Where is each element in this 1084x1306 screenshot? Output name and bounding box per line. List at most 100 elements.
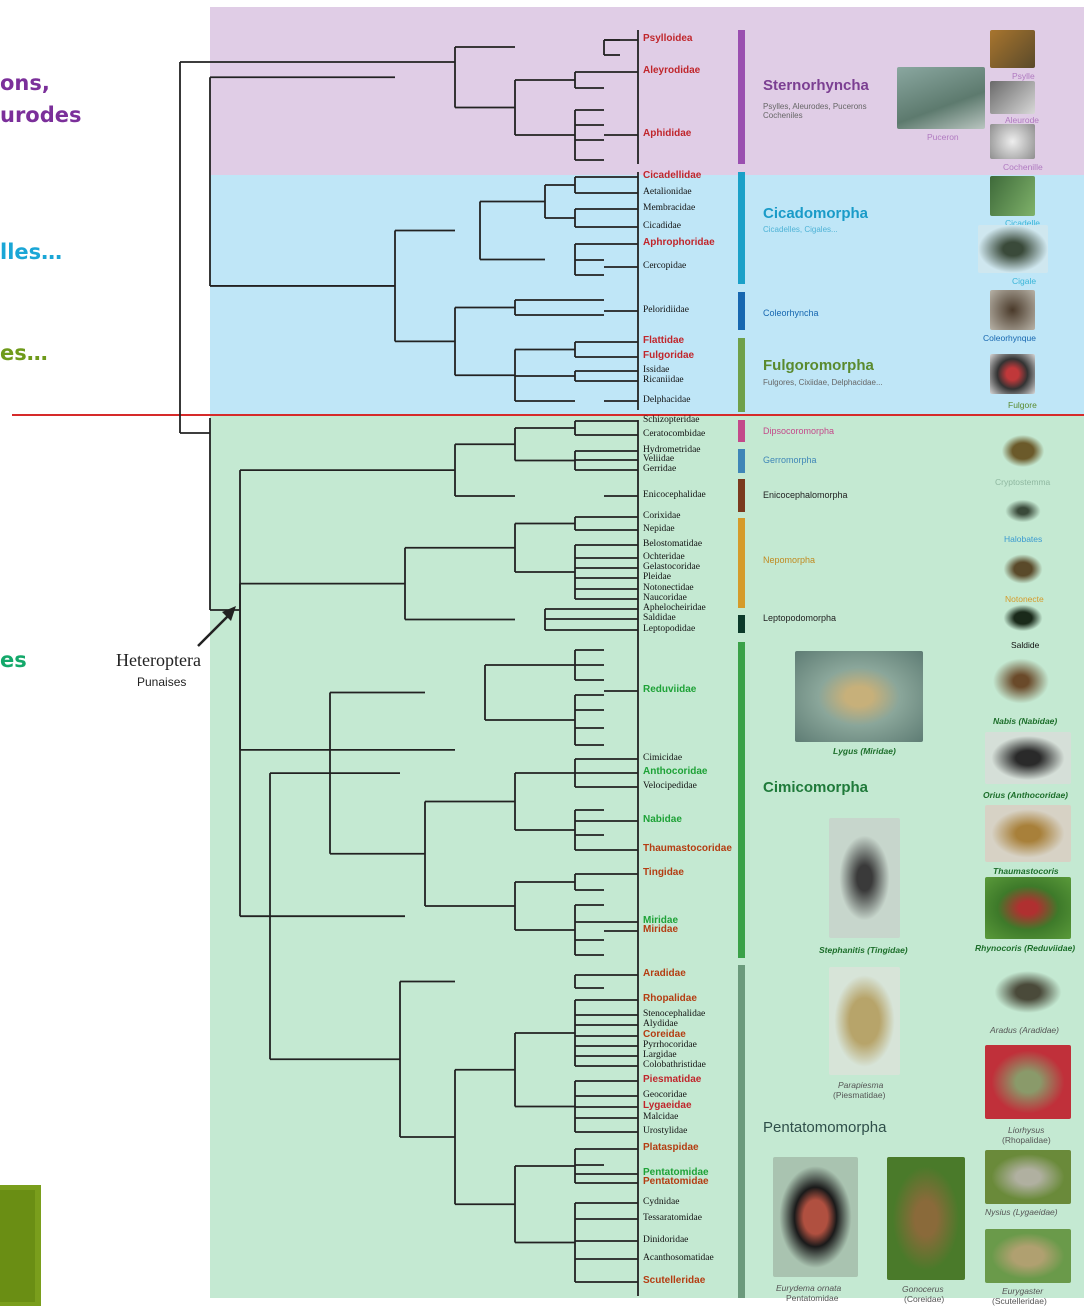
family-label: Aphididae: [643, 129, 691, 139]
family-label: Cicadidae: [643, 221, 681, 231]
family-label: Anthocoridae: [643, 767, 707, 777]
infraorder-enicocephalomorpha: Enicocephalomorpha: [763, 490, 848, 500]
family-label: Saldidae: [643, 613, 676, 623]
bar-coleorhyncha: [738, 292, 745, 330]
bar-leptopodomorpha: [738, 615, 745, 633]
bar-cicadomorpha: [738, 172, 745, 284]
photo-gonocerus: [887, 1157, 965, 1280]
family-label: Alydidae: [643, 1019, 678, 1029]
family-label: Cydnidae: [643, 1197, 679, 1207]
caption-liorhysus-family: (Rhopalidae): [1002, 1135, 1051, 1145]
family-label: Coreidae: [643, 1030, 686, 1040]
caption-aradus: Aradus (Aradidae): [990, 1025, 1059, 1035]
caption-eurydema: Eurydema ornata: [776, 1283, 841, 1293]
bar-sternorhyncha: [738, 30, 745, 164]
caption-halobates: Halobates: [1004, 534, 1042, 544]
family-label: Enicocephalidae: [643, 490, 706, 500]
family-label: Cercopidae: [643, 261, 686, 271]
caption-eurydema-family: Pentatomidae: [786, 1293, 838, 1303]
family-label: Geocoridae: [643, 1090, 687, 1100]
photo-cryptostemma: [998, 432, 1048, 470]
family-label: Flattidae: [643, 336, 684, 346]
caption-psylle: Psylle: [1012, 71, 1035, 81]
infraorder-pentatomomorpha: Pentatomomorpha: [763, 1119, 886, 1136]
infraorder-sternorhyncha: Sternorhyncha: [763, 77, 869, 94]
caption-parapiesma-family: (Piesmatidae): [833, 1090, 885, 1100]
photo-cigale: [978, 225, 1048, 273]
caption-lygus: Lygus (Miridae): [833, 746, 896, 756]
family-label: Gerridae: [643, 464, 676, 474]
family-label: Tessaratomidae: [643, 1213, 702, 1223]
family-label: Colobathristidae: [643, 1060, 706, 1070]
photo-stephanitis: [829, 818, 900, 938]
cicadomorpha-sub: Cicadelles, Cigales...: [763, 225, 838, 234]
caption-eurygaster: Eurygaster: [1002, 1286, 1043, 1296]
infraorder-nepomorpha: Nepomorpha: [763, 555, 815, 565]
family-label: Thaumastocoridae: [643, 844, 732, 854]
family-label: Cimicidae: [643, 753, 682, 763]
photo-coleorhynque: [990, 290, 1035, 330]
photo-liorhysus: [985, 1045, 1071, 1119]
caption-nysius: Nysius (Lygaeidae): [985, 1207, 1058, 1217]
infraorder-cicadomorpha: Cicadomorpha: [763, 205, 868, 222]
family-label: Reduviidae: [643, 685, 696, 695]
caption-thaumastocoris: Thaumastocoris: [993, 866, 1059, 876]
family-label: Aleyrodidae: [643, 66, 700, 76]
photo-eurydema: [773, 1157, 858, 1277]
family-label: Malcidae: [643, 1112, 678, 1122]
family-label: Velocipedidae: [643, 781, 697, 791]
photo-fulgore: [990, 354, 1035, 394]
family-label: Miridae: [643, 925, 678, 935]
bar-fulgoromorpha: [738, 338, 745, 412]
family-label: Nepidae: [643, 524, 675, 534]
photo-saldide: [998, 601, 1048, 635]
family-label: Veliidae: [643, 454, 674, 464]
photo-nabis: [985, 652, 1057, 710]
family-label: Schizopteridae: [643, 415, 699, 425]
caption-saldide: Saldide: [1011, 640, 1039, 650]
photo-nysius: [985, 1150, 1071, 1204]
family-label: Issidae: [643, 365, 669, 375]
family-label: Stenocephalidae: [643, 1009, 705, 1019]
fulgoromorpha-sub: Fulgores, Cixiidae, Delphacidae...: [763, 378, 883, 387]
photo-psylle: [990, 30, 1035, 68]
family-label: Plataspidae: [643, 1143, 699, 1153]
bar-dipsocoromorpha: [738, 420, 745, 442]
photo-puceron: [897, 67, 985, 129]
family-label: Aphrophoridae: [643, 238, 715, 248]
photo-halobates: [998, 495, 1048, 527]
family-label: Pyrrhocoridae: [643, 1040, 697, 1050]
family-label: Corixidae: [643, 511, 680, 521]
family-label: Piesmatidae: [643, 1075, 701, 1085]
family-label: Notonectidae: [643, 583, 694, 593]
caption-eurygaster-family: (Scutelleridae): [992, 1296, 1047, 1306]
photo-thaumastocoris: [985, 805, 1071, 862]
family-label: Tingidae: [643, 868, 684, 878]
infraorder-coleorhyncha: Coleorhyncha: [763, 308, 819, 318]
family-label: Scutelleridae: [643, 1276, 705, 1286]
sternorhyncha-sub2: Cocheniles: [763, 111, 803, 120]
photo-aleurode: [990, 81, 1035, 114]
bar-nepomorpha: [738, 518, 745, 608]
family-label: Nabidae: [643, 815, 682, 825]
photo-lygus: [795, 651, 923, 742]
family-label: Dinidoridae: [643, 1235, 688, 1245]
photo-rhynocoris: [985, 877, 1071, 939]
bar-pentatomomorpha: [738, 965, 745, 1298]
caption-coleorhynque: Coleorhynque: [983, 333, 1036, 343]
infraorder-leptopodomorpha: Leptopodomorpha: [763, 613, 836, 623]
caption-gonocerus: Gonocerus: [902, 1284, 944, 1294]
photo-cochenille: [990, 124, 1035, 159]
family-label: Fulgoridae: [643, 351, 694, 361]
family-label: Ceratocombidae: [643, 429, 705, 439]
infraorder-dipsocoromorpha: Dipsocoromorpha: [763, 426, 834, 436]
family-label: Rhopalidae: [643, 994, 697, 1004]
family-label: Aradidae: [643, 969, 686, 979]
family-label: Psylloidea: [643, 34, 692, 44]
infraorder-cimicomorpha: Cimicomorpha: [763, 779, 868, 796]
caption-gonocerus-family: (Coreidae): [904, 1294, 944, 1304]
bar-enicocephalomorpha: [738, 479, 745, 512]
caption-puceron: Puceron: [927, 132, 959, 142]
family-label: Largidae: [643, 1050, 677, 1060]
family-label: Pentatomidae: [643, 1177, 709, 1187]
